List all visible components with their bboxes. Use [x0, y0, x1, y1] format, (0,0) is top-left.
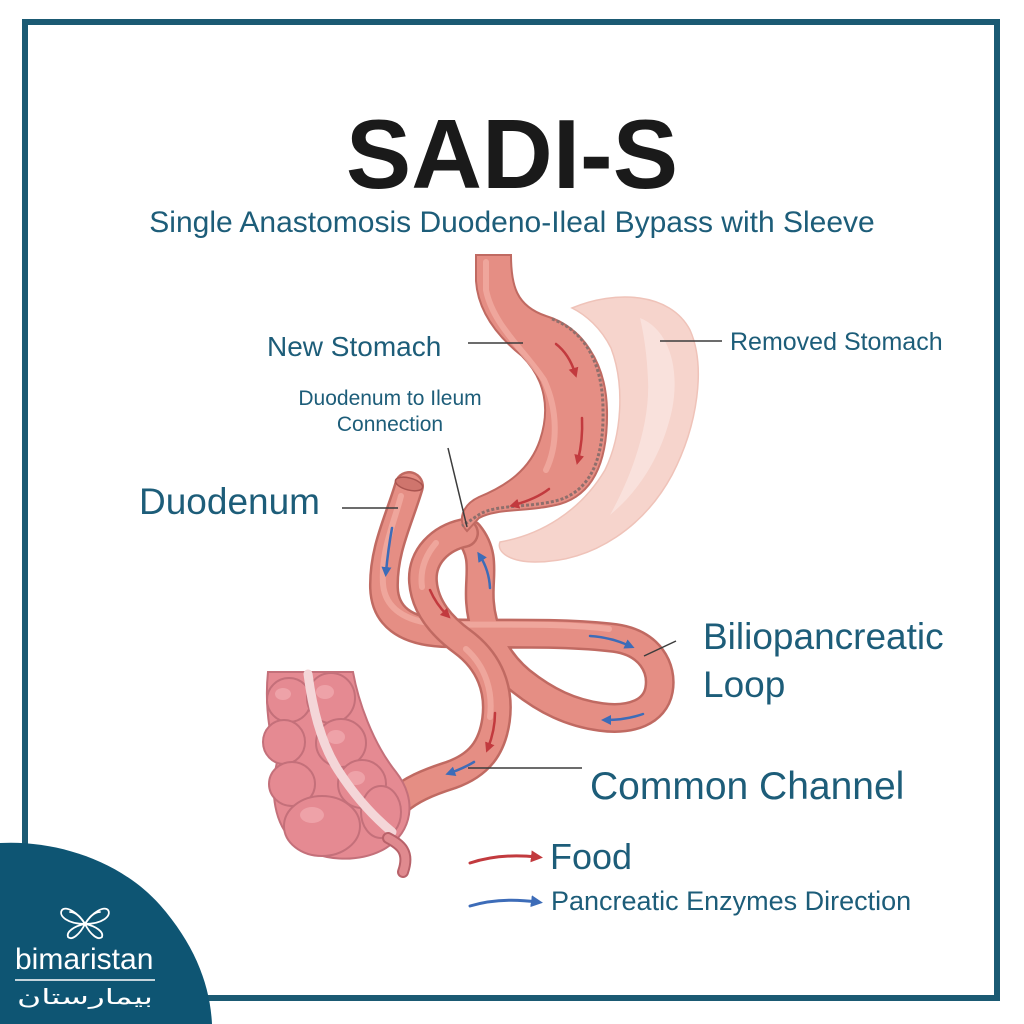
food-arrows [428, 342, 585, 753]
brand-name: bimaristan [15, 943, 153, 976]
common-channel-highlight [418, 540, 494, 720]
colon-haustra [262, 719, 306, 765]
colon-highlight [275, 688, 291, 700]
legend-food-arrow-icon [468, 850, 543, 865]
enzyme-arrow [588, 634, 635, 649]
appendix [384, 834, 410, 876]
legend-enzymes-label: Pancreatic Enzymes Direction [551, 886, 911, 916]
removed-stomach-highlight [610, 318, 675, 515]
biliopancreatic-loop-highlight [379, 493, 612, 632]
butterfly-icon [60, 907, 110, 939]
page-frame [22, 19, 1000, 1001]
label-new-stomach: New Stomach [267, 331, 441, 362]
ileocecal-junction [360, 785, 402, 839]
food-arrow [554, 342, 579, 378]
brand-background [0, 842, 212, 1024]
legend-food-label: Food [550, 836, 632, 877]
new-stomach-shape [460, 254, 609, 533]
enzyme-arrow [477, 551, 492, 590]
new-stomach [460, 254, 609, 533]
food-arrow [509, 487, 551, 509]
enzyme-arrow [601, 712, 645, 725]
page-title: SADI-S [346, 99, 678, 209]
colon-haustra [266, 677, 312, 723]
legend-item-enzymes: Pancreatic Enzymes Direction [468, 886, 911, 916]
label-biliopancreatic-loop-line1: Biliopancreatic [703, 616, 944, 657]
colon-haustra [268, 761, 316, 807]
brand-name-arabic: بيمارستان [17, 985, 153, 1009]
enzyme-arrows [381, 526, 645, 777]
label-biliopancreatic-loop-line2: Loop [703, 664, 785, 705]
colon-highlight [347, 771, 365, 785]
removed-stomach [498, 296, 699, 563]
colon-highlight [327, 730, 345, 744]
colon [262, 669, 412, 878]
page-subtitle: Single Anastomosis Duodeno-Ileal Bypass … [149, 206, 874, 239]
label-removed-stomach: Removed Stomach [730, 328, 943, 356]
food-arrow [574, 416, 585, 465]
duodenum-stump-end [394, 476, 424, 492]
cecum [283, 795, 361, 857]
legend-enzyme-arrow-icon [468, 895, 543, 908]
label-common-channel: Common Channel [590, 765, 904, 808]
brand-logo: bimaristan بيمارستان [0, 842, 212, 1024]
legend: Food Pancreatic Enzymes Direction [468, 836, 911, 916]
biliopancreatic-loop-body [371, 473, 673, 731]
label-duodenum-ileum-connection-line2: Connection [337, 413, 443, 436]
biliopancreatic-loop [368, 471, 675, 733]
label-duodenum-ileum-connection-line1: Duodenum to Ileum [298, 387, 481, 410]
legend-item-food: Food [468, 836, 632, 877]
leader-duodenum-ileum-connection [447, 447, 468, 528]
food-arrow [485, 711, 497, 753]
food-arrow [428, 588, 451, 619]
leader-lines [342, 340, 722, 769]
enzyme-arrow [381, 526, 394, 577]
enzyme-arrow [445, 760, 476, 777]
leader-biliopancreatic-loop [643, 640, 677, 657]
colon-highlight [300, 807, 324, 823]
label-duodenum: Duodenum [139, 481, 320, 522]
taenia-coli-stripe [303, 669, 397, 837]
new-stomach-highlight [483, 259, 558, 473]
colon-highlight [316, 685, 334, 699]
